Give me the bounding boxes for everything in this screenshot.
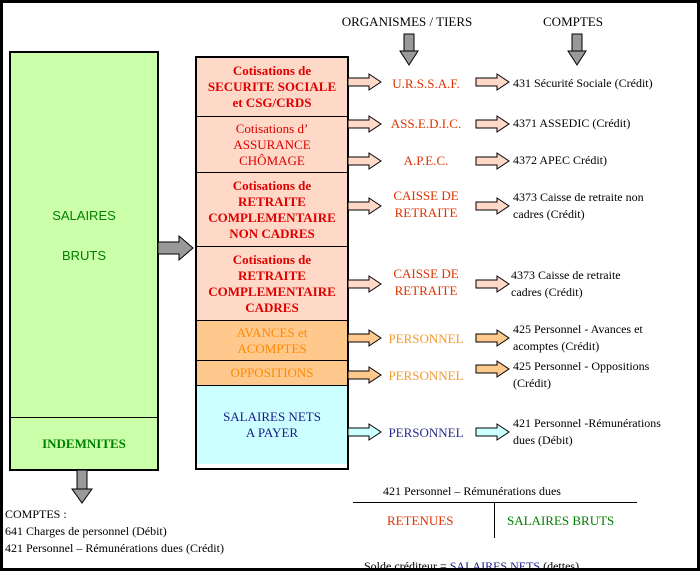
t-account-line: [353, 502, 637, 503]
compte-421: 421 Personnel -Rémunérations dues (Débit…: [513, 416, 661, 447]
right-arrow-icon: [347, 329, 382, 347]
right-arrow-icon: [475, 152, 510, 170]
row-label: Cotisations de SECURITE SOCIALE et CSG/C…: [207, 63, 337, 110]
row-label: SALAIRES NETS A PAYER: [223, 409, 321, 440]
bruts-label: BRUTS: [61, 248, 107, 263]
row-securite-sociale: Cotisations de SECURITE SOCIALE et CSG/C…: [197, 58, 347, 117]
comptes-title: COMPTES :: [5, 507, 67, 521]
row-label: Cotisations de RETRAITE COMPLEMENTAIRE C…: [208, 251, 336, 315]
right-arrow-icon: [475, 197, 510, 215]
solde-line: Solde créditeur = SALAIRES NETS (dettes): [364, 541, 580, 569]
right-arrow-icon: [475, 275, 510, 293]
solde-highlight: SALAIRES NETS: [449, 559, 541, 569]
organisme-personnel-nets: PERSONNEL: [388, 425, 464, 440]
salaires-label: SALAIRES: [52, 208, 116, 223]
right-arrow-icon: [347, 423, 382, 441]
down-arrow-icon: [567, 33, 587, 66]
solde-prefix: Solde créditeur =: [364, 559, 450, 569]
row-label: OPPOSITIONS: [230, 365, 314, 380]
row-retraite-non-cadres: Cotisations de RETRAITE COMPLEMENTAIRE N…: [197, 173, 347, 247]
compte-4373-cadres: 4373 Caisse de retraite cadres (Crédit): [511, 268, 621, 299]
row-assurance-chomage: Cotisations d’ ASSURANCE CHÔMAGE: [197, 117, 347, 173]
down-arrow-icon: [71, 469, 93, 504]
row-salaires-nets: SALAIRES NETS A PAYER: [197, 386, 347, 464]
compte-431: 431 Sécurité Sociale (Crédit): [513, 76, 653, 90]
row-label: Cotisations de RETRAITE COMPLEMENTAIRE N…: [208, 177, 336, 241]
right-arrow-icon: [347, 275, 382, 293]
salaires-bruts-label: SALAIRES BRUTS: [507, 513, 615, 528]
right-arrow-icon: [157, 235, 194, 261]
divider: [11, 417, 157, 418]
compte-4373-non-cadres: 4373 Caisse de retraite non cadres (Créd…: [513, 190, 644, 221]
right-arrow-icon: [475, 423, 510, 441]
indemnites-label: INDEMNITES: [42, 436, 126, 451]
header-organismes: ORGANISMES / TIERS: [341, 14, 473, 29]
right-arrow-icon: [475, 115, 510, 133]
compte-4371: 4371 ASSEDIC (Crédit): [513, 116, 631, 130]
row-label: AVANCES et ACOMPTES: [236, 324, 308, 356]
cotisations-box: Cotisations de SECURITE SOCIALE et CSG/C…: [195, 56, 349, 470]
compte-421-credit: 421 Personnel – Rémunérations dues (Créd…: [5, 541, 224, 555]
organisme-apec: A.P.E.C.: [403, 153, 449, 168]
header-comptes: COMPTES: [543, 14, 603, 29]
organisme-assedic: ASS.E.D.I.C.: [390, 116, 462, 131]
right-arrow-icon: [475, 329, 510, 347]
organisme-personnel-avances: PERSONNEL: [388, 331, 464, 346]
right-arrow-icon: [347, 366, 382, 384]
right-arrow-icon: [347, 152, 382, 170]
right-arrow-icon: [475, 73, 510, 91]
down-arrow-icon: [399, 33, 419, 66]
row-label: Cotisations d’ ASSURANCE CHÔMAGE: [233, 120, 311, 168]
compte-425-avances: 425 Personnel - Avances et acomptes (Cré…: [513, 322, 643, 353]
compte-425-oppositions: 425 Personnel - Oppositions (Crédit): [513, 359, 650, 390]
right-arrow-icon: [475, 360, 510, 378]
organisme-caisse-retraite-cadres: CAISSE DE RETRAITE: [393, 266, 459, 298]
t-account-divider: [494, 502, 495, 538]
salaires-bruts-box: SALAIRES BRUTS INDEMNITES: [9, 51, 159, 471]
row-retraite-cadres: Cotisations de RETRAITE COMPLEMENTAIRE C…: [197, 247, 347, 321]
row-avances: AVANCES et ACOMPTES: [197, 321, 347, 361]
row-oppositions: OPPOSITIONS: [197, 361, 347, 386]
compte-641: 641 Charges de personnel (Débit): [5, 524, 167, 538]
right-arrow-icon: [347, 197, 382, 215]
right-arrow-icon: [347, 115, 382, 133]
t-account-title: 421 Personnel – Rémunérations dues: [383, 484, 561, 498]
compte-4372: 4372 APEC Crédit): [513, 153, 608, 167]
retenues-label: RETENUES: [387, 513, 454, 528]
organisme-personnel-oppositions: PERSONNEL: [388, 368, 464, 383]
right-arrow-icon: [347, 73, 382, 91]
organisme-urssaf: U.R.S.S.A.F.: [392, 76, 460, 91]
solde-suffix: (dettes): [540, 559, 580, 569]
organisme-caisse-retraite: CAISSE DE RETRAITE: [393, 188, 459, 220]
